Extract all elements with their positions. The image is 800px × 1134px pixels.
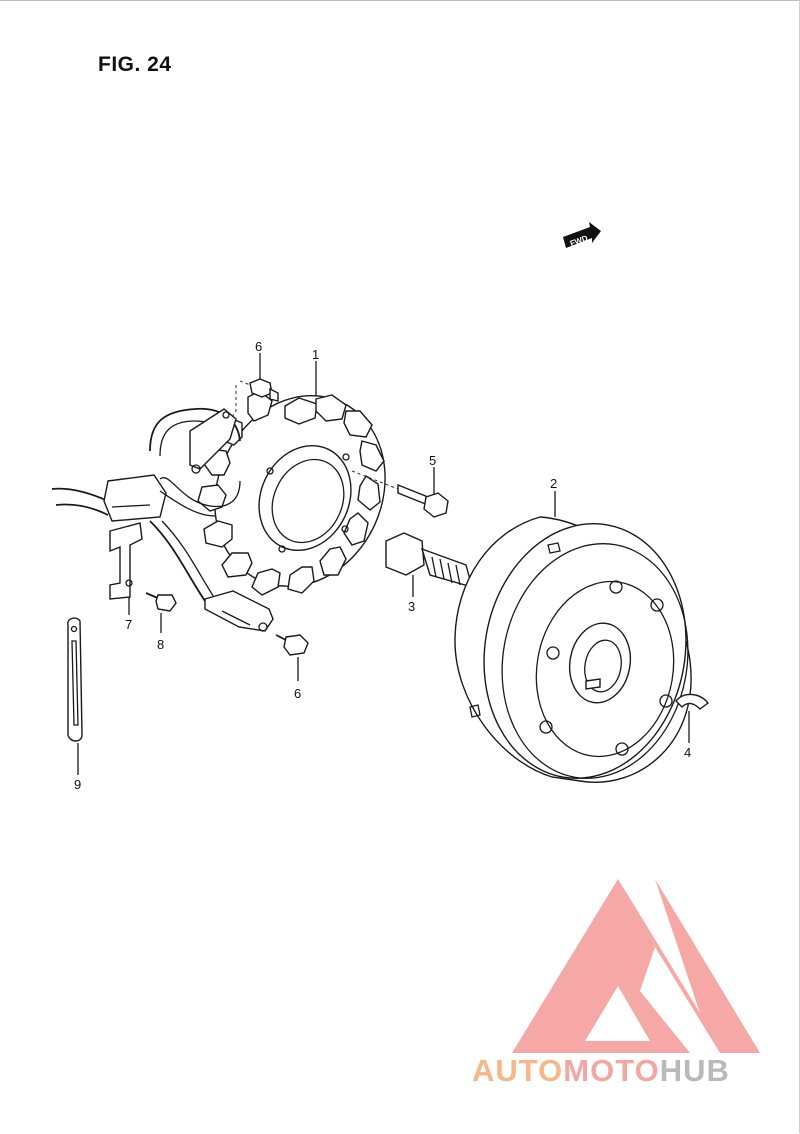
callout-6-upper: 6 (255, 339, 262, 354)
watermark-part-auto: AUTO (472, 1053, 564, 1088)
screw-part-8 (145, 592, 177, 633)
callout-1: 1 (312, 347, 319, 362)
callout-2: 2 (550, 476, 557, 491)
callout-6-lower: 6 (294, 686, 301, 701)
watermark-part-hub: HUB (659, 1053, 730, 1088)
watermark-logo (512, 879, 760, 1053)
bolt-part-6-upper (231, 353, 279, 418)
callout-3: 3 (408, 599, 415, 614)
figure-title: FIG. 24 (98, 53, 172, 76)
rotor-bolt-part-3 (385, 532, 474, 597)
fwd-arrow-icon: FWD (563, 222, 601, 248)
callout-5: 5 (429, 453, 436, 468)
watermark-wordmark: AUTOMOTOHUB (472, 1053, 730, 1089)
clamp-bracket-part-7 (109, 522, 143, 615)
stator-part-1 (197, 361, 386, 596)
callout-4: 4 (684, 745, 691, 760)
callout-8: 8 (157, 637, 164, 652)
callout-9: 9 (74, 777, 81, 792)
watermark-part-moto: MOTO (563, 1053, 660, 1088)
rotor-part-2 (454, 491, 692, 783)
band-part-9 (67, 617, 83, 775)
key-part-4 (675, 693, 709, 743)
bolt-part-5 (351, 467, 449, 518)
wire-harness (51, 407, 274, 632)
bolt-part-6-lower (275, 634, 309, 681)
callout-7: 7 (125, 617, 132, 632)
